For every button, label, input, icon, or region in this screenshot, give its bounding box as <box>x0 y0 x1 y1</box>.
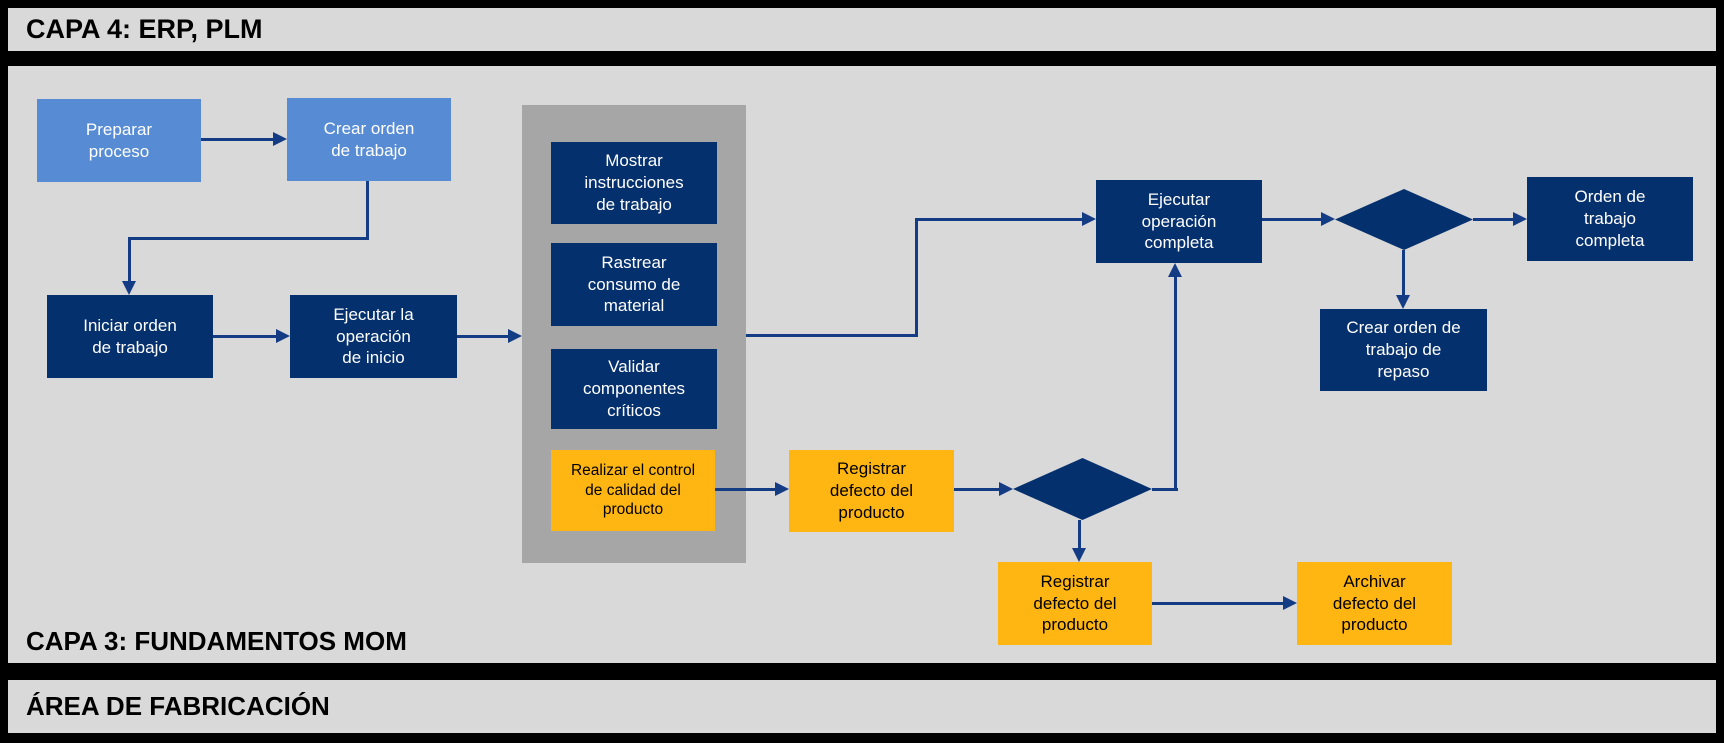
connector <box>1174 276 1177 491</box>
node-mostrar-instrucciones: Mostrar instrucciones de trabajo <box>551 142 717 224</box>
node-ejecutar-operacion-completa: Ejecutar operación completa <box>1096 180 1262 263</box>
arrowhead-icon <box>775 482 789 496</box>
node-label: Realizar el control de calidad del produ… <box>570 461 696 519</box>
connector <box>366 181 369 239</box>
node-label: Mostrar instrucciones de trabajo <box>584 151 684 214</box>
connector <box>1262 218 1321 221</box>
connector <box>915 218 1082 221</box>
lane-label-capa4: CAPA 4: ERP, PLM <box>26 14 263 44</box>
node-realizar-control-calidad: Realizar el control de calidad del produ… <box>551 450 715 531</box>
connector <box>1402 250 1405 295</box>
arrowhead-icon <box>1513 212 1527 226</box>
arrowhead-icon <box>1168 263 1182 277</box>
connector <box>213 335 276 338</box>
connector <box>1152 488 1178 491</box>
lane-label-capa3: CAPA 3: FUNDAMENTOS MOM <box>26 626 407 656</box>
node-iniciar-orden-trabajo: Iniciar orden de trabajo <box>47 295 213 378</box>
node-crear-orden-trabajo: Crear orden de trabajo <box>287 98 451 181</box>
node-label: Rastrear consumo de material <box>587 252 681 316</box>
arrowhead-icon <box>508 329 522 343</box>
lane-capa4-erp-plm: CAPA 4: ERP, PLM <box>8 8 1716 51</box>
node-registrar-defecto-producto: Registrar defecto del producto <box>789 450 954 532</box>
node-crear-orden-repaso: Crear orden de trabajo de repaso <box>1320 309 1487 391</box>
arrowhead-icon <box>122 281 136 295</box>
node-label: Iniciar orden de trabajo <box>83 315 177 357</box>
node-preparar-proceso: Preparar proceso <box>37 99 201 182</box>
node-label: Registrar defecto del producto <box>1033 571 1117 635</box>
node-label: Orden de trabajo completa <box>1574 187 1646 250</box>
node-label: Validar componentes críticos <box>582 357 686 420</box>
connector <box>201 138 275 141</box>
arrowhead-icon <box>1082 212 1096 226</box>
arrowhead-icon <box>999 482 1013 496</box>
lane-label-area: ÁREA DE FABRICACIÓN <box>26 691 330 721</box>
connector <box>1152 602 1283 605</box>
lane-area-fabricacion: ÁREA DE FABRICACIÓN <box>8 680 1716 733</box>
node-rastrear-consumo: Rastrear consumo de material <box>551 243 717 326</box>
connector <box>457 335 508 338</box>
arrowhead-icon <box>1283 596 1297 610</box>
node-label: Archivar defecto del producto <box>1332 571 1417 635</box>
arrowhead-icon <box>1072 548 1086 562</box>
node-archivar-defecto: Archivar defecto del producto <box>1297 562 1452 645</box>
arrowhead-icon <box>276 329 290 343</box>
connector <box>128 240 131 282</box>
node-label: Ejecutar la operación de inicio <box>333 304 414 368</box>
connector <box>915 219 918 337</box>
connector <box>1473 218 1513 221</box>
connector <box>128 237 369 240</box>
arrowhead-icon <box>273 132 287 146</box>
connector <box>715 488 775 491</box>
connector <box>954 488 999 491</box>
node-registrar-defecto-bottom: Registrar defecto del producto <box>998 562 1152 645</box>
node-label: Crear orden de trabajo de repaso <box>1346 318 1461 381</box>
node-label: Preparar proceso <box>85 119 153 161</box>
node-label: Registrar defecto del producto <box>829 459 914 522</box>
arrowhead-icon <box>1321 212 1335 226</box>
node-label: Ejecutar operación completa <box>1141 189 1217 253</box>
node-validar-componentes: Validar componentes críticos <box>551 349 717 429</box>
arrowhead-icon <box>1396 295 1410 309</box>
node-ejecutar-operacion-inicio: Ejecutar la operación de inicio <box>290 295 457 378</box>
node-orden-trabajo-completa: Orden de trabajo completa <box>1527 177 1693 261</box>
node-label: Crear orden de trabajo <box>323 118 415 160</box>
connector <box>746 334 918 337</box>
connector <box>1078 520 1081 548</box>
